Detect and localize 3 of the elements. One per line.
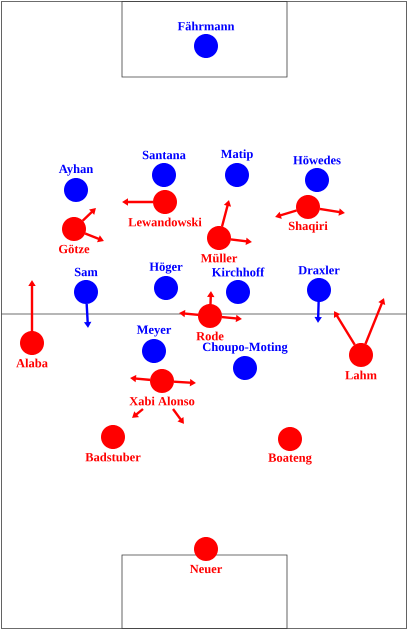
- arrow: [132, 408, 144, 418]
- arrow: [172, 408, 184, 424]
- arrow: [82, 208, 96, 222]
